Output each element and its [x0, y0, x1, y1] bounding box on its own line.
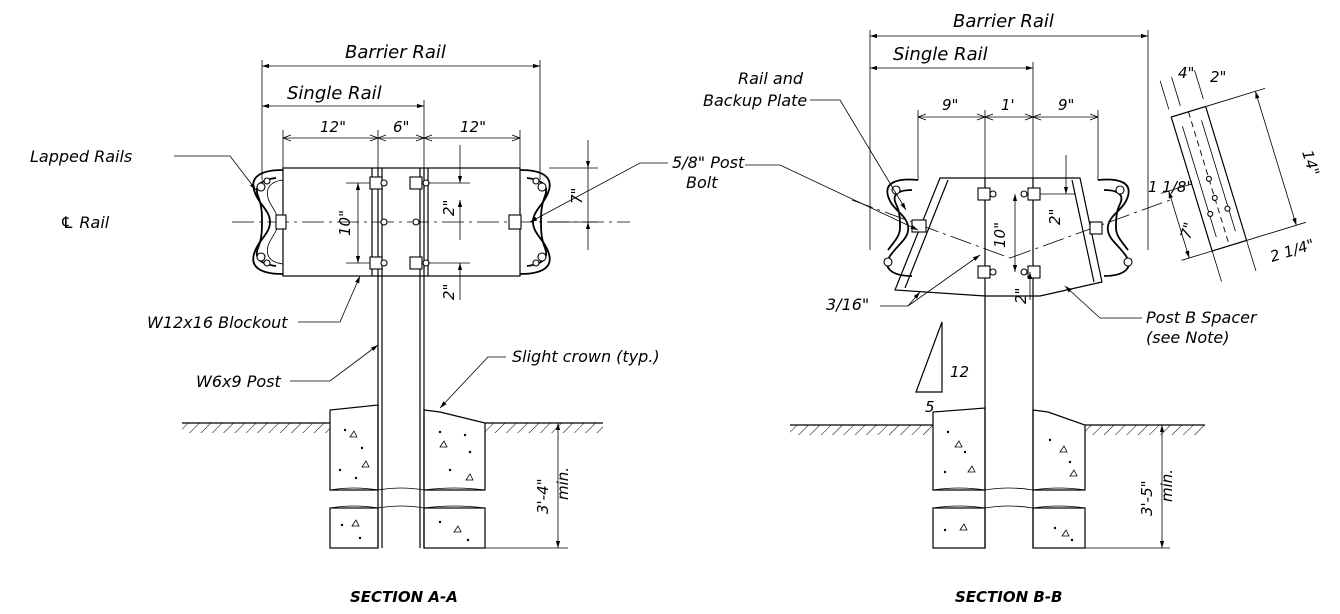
dim-10-b: 10" [991, 222, 1009, 248]
w-beam-rail-right-b [1089, 178, 1133, 277]
ground-b [790, 424, 1205, 435]
dimension-lines-a [261, 60, 598, 549]
detail-dim-7: 7" [1177, 220, 1199, 241]
detail-dim-2-1-4: 2 1/4" [1268, 235, 1317, 265]
post-bolts-b [977, 187, 1041, 279]
dim-12-left-a: 12" [320, 118, 346, 136]
embed-min-a: min. [554, 467, 572, 500]
rail-backup-label-line1: Rail and [738, 69, 804, 88]
w-beam-rail-right-a [508, 169, 551, 275]
barrier-rail-label-b: Barrier Rail [953, 11, 1054, 32]
rail-cl-label-a: ℄ Rail [60, 213, 110, 232]
w-beam-rail-left-a [252, 169, 287, 275]
post-bolt-label-line2: Bolt [686, 173, 718, 192]
rail-backup-label-line2: Backup Plate [703, 91, 807, 110]
rail-centerline-b [851, 199, 1011, 259]
post-bolt-label-line1: 5/8" Post [672, 153, 745, 172]
w-beam-rail-left-b [883, 178, 927, 277]
concrete-footing-a [329, 404, 486, 549]
embed-dim-b: 3'-5" [1138, 480, 1156, 516]
post-label: W6x9 Post [196, 372, 282, 391]
post-b-spacer [894, 177, 1103, 297]
leaders-b [745, 99, 1142, 319]
section-b-drawing [745, 30, 1307, 549]
labels-b: Barrier Rail Single Rail Rail and Backup… [703, 11, 1323, 606]
single-rail-label-a: Single Rail [287, 83, 382, 104]
dim-10-a: 10" [336, 210, 354, 236]
slope-triangle [915, 321, 943, 393]
dim-9-right-b: 9" [1058, 96, 1074, 114]
labels-a: Barrier Rail Single Rail 12" 6" 12" Lapp… [30, 42, 745, 606]
embed-dim-a: 3'-4" [534, 478, 552, 514]
detail-dim-2: 2" [1210, 68, 1226, 86]
spacer-label-line2: (see Note) [1146, 328, 1229, 347]
dim-6-a: 6" [393, 118, 409, 136]
detail-dim-4: 4" [1178, 64, 1194, 82]
spacer-detail [1159, 70, 1307, 282]
dimension-lines-b [869, 30, 1170, 549]
section-b-title: SECTION B-B [955, 588, 1063, 606]
dim-12-right-a: 12" [460, 118, 486, 136]
lapped-rails-label: Lapped Rails [30, 147, 132, 166]
single-rail-label-b: Single Rail [893, 44, 988, 65]
embed-min-b: min. [1158, 469, 1176, 502]
detail-dim-1-1-8: 1 1/8" [1148, 178, 1193, 196]
dim-9-left-b: 9" [942, 96, 958, 114]
slope-12: 12 [950, 363, 969, 381]
dim-7-a: 7" [568, 188, 586, 204]
blockout-label: W12x16 Blockout [147, 313, 288, 332]
dim-2-bot-a: 2" [440, 284, 458, 300]
leaders-a [174, 155, 668, 409]
dim-2-top-a: 2" [440, 200, 458, 216]
detail-dim-14: 14" [1298, 148, 1323, 178]
concrete-footing-b [932, 407, 1086, 549]
section-a-title: SECTION A-A [350, 588, 458, 606]
spacer-label-line1: Post B Spacer [1146, 308, 1258, 327]
w6x9-post-a [377, 168, 425, 548]
crown-label: Slight crown (typ.) [512, 347, 660, 366]
barrier-rail-label-a: Barrier Rail [345, 42, 446, 63]
slope-5: 5 [925, 398, 935, 416]
dim-2-top-b: 2" [1046, 209, 1064, 225]
dim-3-16-b: 3/16" [826, 295, 869, 314]
post-b [984, 178, 1034, 548]
section-a-drawing [174, 60, 668, 549]
dim-2-bot-b: 2" [1012, 288, 1030, 304]
ground-left-a [182, 422, 603, 433]
dim-1ft-b: 1' [1001, 96, 1015, 114]
